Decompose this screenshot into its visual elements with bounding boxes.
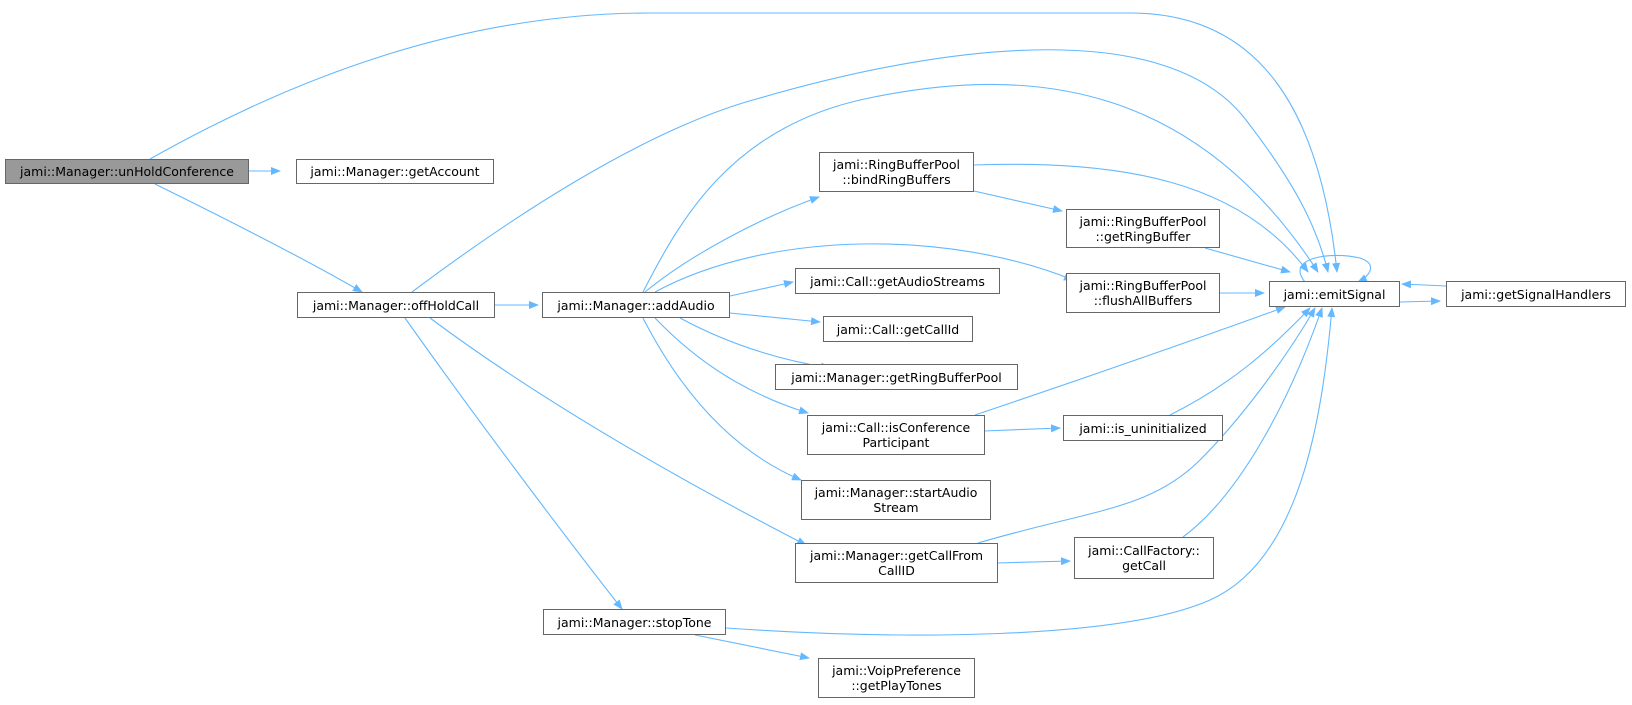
edge-offholdcall-stoptone [404, 317, 623, 610]
node-isuninitialized[interactable]: jami::is_uninitialized [1063, 415, 1223, 441]
node-getcallfromcallid[interactable]: jami::Manager::getCallFrom CallID [795, 543, 998, 583]
node-label-line2: getCall [1122, 558, 1166, 573]
node-label-line2: ::getPlayTones [851, 678, 942, 693]
node-label-line2: Participant [862, 435, 930, 450]
node-callfactory-getcall[interactable]: jami::CallFactory:: getCall [1074, 537, 1214, 579]
node-getcallid[interactable]: jami::Call::getCallId [823, 316, 973, 342]
edge-unholdconference-offholdcall [154, 183, 363, 293]
node-label-line2: ::bindRingBuffers [842, 172, 951, 187]
node-label: jami::Manager::stopTone [557, 614, 712, 630]
edge-stoptone-emitsignal [725, 307, 1336, 636]
edge-addaudio-flushallbuffers [654, 243, 1074, 293]
node-label-line2: Stream [873, 500, 919, 515]
edge-addaudio-emitsignal [642, 83, 1319, 293]
edge-addaudio-startaudiostream [642, 317, 802, 481]
node-label-line2: ::getRingBuffer [1095, 228, 1191, 244]
node-label: jami::Manager::getAccount [310, 164, 480, 179]
edge-stoptone-getplaytones [694, 634, 810, 661]
node-label-line1: jami::VoipPreference [832, 663, 961, 678]
node-addaudio[interactable]: jami::Manager::addAudio [542, 292, 730, 318]
edge-getcallfromcallid-callfactory [996, 557, 1071, 566]
node-unholdconference[interactable]: jami::Manager::unHoldConference [5, 159, 249, 184]
node-startaudiostream[interactable]: jami::Manager::startAudio Stream [801, 480, 991, 520]
node-label-line1: jami::RingBufferPool [832, 157, 961, 172]
node-label: jami::getSignalHandlers [1461, 286, 1611, 302]
edge-getsignalhandlers-emitsignal [1401, 280, 1447, 289]
node-label: jami::Call::getCallId [836, 321, 960, 337]
edge-getcallfromcallid-emitsignal [977, 307, 1316, 544]
edge-emitsignal-self [1299, 254, 1371, 283]
node-isconferenceparticipant[interactable]: jami::Call::isConference Participant [807, 415, 985, 455]
edge-callfactory-emitsignal [1182, 307, 1323, 538]
node-label: jami::Call::getAudioStreams [810, 273, 985, 289]
node-label: jami::emitSignal [1283, 286, 1386, 302]
node-label-line1: jami::RingBufferPool [1079, 278, 1207, 293]
edge-emitsignal-getsignalhandlers [1399, 297, 1441, 306]
edge-addaudio-getcallid [729, 312, 821, 326]
node-label: jami::is_uninitialized [1079, 420, 1207, 436]
node-getaccount[interactable]: jami::Manager::getAccount [296, 159, 494, 184]
node-label: jami::Manager::addAudio [557, 297, 715, 313]
node-flushallbuffers[interactable]: jami::RingBufferPool ::flushAllBuffers [1066, 273, 1220, 313]
edge-unholdconference-emitsignal [149, 12, 1341, 273]
edge-isconferenceparticipant-emitsignal [974, 306, 1286, 416]
edge-addaudio-bindringbuffers [644, 196, 820, 293]
node-offholdcall[interactable]: jami::Manager::offHoldCall [297, 292, 495, 318]
node-stoptone[interactable]: jami::Manager::stopTone [543, 609, 726, 635]
node-emitsignal[interactable]: jami::emitSignal [1269, 281, 1400, 307]
edge-offholdcall-getcallfromcallid [429, 317, 807, 546]
node-getaudiostreams[interactable]: jami::Call::getAudioStreams [795, 268, 1000, 294]
edge-offholdcall-emitsignal [411, 49, 1330, 293]
node-getringbuffer[interactable]: jami::RingBufferPool ::getRingBuffer [1066, 209, 1220, 248]
node-label: jami::Manager::getRingBufferPool [791, 369, 1002, 385]
edge-addaudio-isconferenceparticipant [654, 317, 809, 415]
node-label-line1: jami::RingBufferPool [1079, 213, 1207, 229]
node-getplaytones[interactable]: jami::VoipPreference ::getPlayTones [818, 658, 975, 698]
node-getringbufferpool[interactable]: jami::Manager::getRingBufferPool [775, 364, 1018, 390]
node-bindringbuffers[interactable]: jami::RingBufferPool ::bindRingBuffers [819, 152, 974, 192]
node-label-line1: jami::Call::isConference [821, 420, 971, 435]
node-label: jami::Manager::unHoldConference [20, 164, 234, 179]
edge-bindringbuffers-getringbuffer [973, 190, 1063, 213]
edge-bindringbuffers-emitsignal [973, 163, 1309, 273]
edge-isuninitialized-emitsignal [1169, 307, 1311, 416]
node-label-line2: CallID [878, 563, 915, 578]
edge-isconferenceparticipant-isuninitialized [983, 424, 1061, 433]
node-label-line1: jami::Manager::getCallFrom [809, 548, 984, 563]
edge-addaudio-getaudiostreams [729, 280, 794, 297]
node-label-line1: jami::CallFactory:: [1088, 543, 1200, 558]
node-label-line2: ::flushAllBuffers [1093, 293, 1193, 308]
node-label: jami::Manager::offHoldCall [312, 297, 480, 313]
node-getsignalhandlers[interactable]: jami::getSignalHandlers [1446, 281, 1626, 307]
node-label-line1: jami::Manager::startAudio [814, 485, 978, 500]
edge-getringbuffer-emitsignal [1204, 247, 1291, 274]
